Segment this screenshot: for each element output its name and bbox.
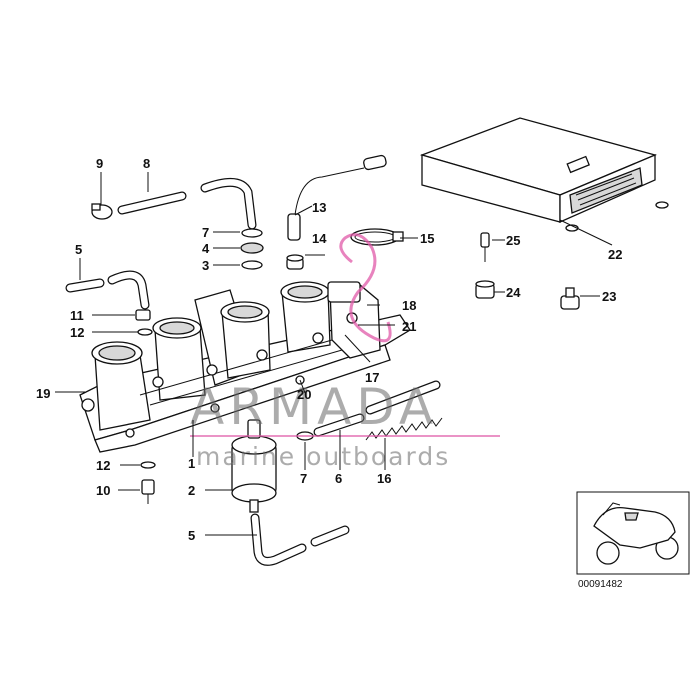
callout-label: 7 bbox=[300, 471, 307, 486]
callout-label: 25 bbox=[506, 233, 520, 248]
callout-label: 19 bbox=[36, 386, 50, 401]
callout-label: 1 bbox=[188, 456, 195, 471]
callout-label: 15 bbox=[420, 231, 434, 246]
sensor-25 bbox=[480, 232, 490, 262]
callout-label: 17 bbox=[365, 370, 379, 385]
callout-label: 8 bbox=[143, 156, 150, 171]
callout-label: 16 bbox=[377, 471, 391, 486]
motorcycle-reference-inset: 00091482 bbox=[576, 491, 690, 590]
callout-label: 18 bbox=[402, 298, 416, 313]
hose-6 bbox=[313, 380, 441, 437]
callout-label: 20 bbox=[297, 387, 311, 402]
callout-label: 13 bbox=[312, 200, 326, 215]
nut-11 bbox=[135, 309, 151, 321]
cap-24 bbox=[475, 280, 495, 299]
hose-clamp-9 bbox=[91, 203, 113, 220]
seal-ring-4 bbox=[240, 242, 264, 254]
callout-label: 10 bbox=[96, 483, 110, 498]
watermark-tagline: marine outboards bbox=[196, 442, 450, 471]
watermark: ARMADA marine outboards bbox=[190, 233, 500, 471]
sensor-10 bbox=[141, 479, 155, 504]
grommet-14 bbox=[286, 254, 304, 270]
leader-lines bbox=[55, 172, 613, 536]
fuel-pressure-regulator bbox=[231, 419, 277, 513]
callout-labels: 9 8 7 4 3 13 14 15 22 25 24 23 5 11 12 1… bbox=[36, 156, 622, 543]
callout-label: 7 bbox=[202, 225, 209, 240]
callout-label: 14 bbox=[312, 231, 327, 246]
callout-label: 2 bbox=[188, 483, 195, 498]
callout-label: 21 bbox=[402, 319, 416, 334]
callout-label: 12 bbox=[96, 458, 110, 473]
callout-label: 5 bbox=[188, 528, 195, 543]
callout-label: 23 bbox=[602, 289, 616, 304]
connector-23 bbox=[560, 287, 580, 310]
callout-label: 22 bbox=[608, 247, 622, 262]
hose-5-lower bbox=[250, 513, 350, 566]
seal-ring-7 bbox=[241, 228, 263, 238]
callout-label: 4 bbox=[202, 241, 210, 256]
callout-label: 5 bbox=[75, 242, 82, 257]
throttle-body-assembly bbox=[79, 281, 411, 453]
engine-control-unit bbox=[419, 117, 669, 232]
callout-label: 24 bbox=[506, 285, 521, 300]
motorcycle-icon bbox=[593, 502, 679, 565]
seal-ring-3 bbox=[241, 260, 263, 270]
washer-12-lower bbox=[140, 461, 156, 469]
watermark-logo-icon bbox=[339, 233, 392, 343]
callout-label: 9 bbox=[96, 156, 103, 171]
spring-16 bbox=[365, 417, 443, 441]
washer-12 bbox=[137, 328, 153, 336]
watermark-brand: ARMADA bbox=[190, 378, 438, 436]
temperature-sensor-lead-13 bbox=[287, 154, 387, 241]
reference-number: 00091482 bbox=[578, 579, 623, 590]
callout-label: 3 bbox=[202, 258, 209, 273]
hose-5-upper bbox=[65, 270, 150, 310]
callout-label: 6 bbox=[335, 471, 342, 486]
callout-label: 11 bbox=[70, 308, 84, 323]
hose-clamp-15 bbox=[350, 228, 404, 246]
callout-label: 12 bbox=[70, 325, 84, 340]
hose-8 bbox=[117, 177, 257, 230]
